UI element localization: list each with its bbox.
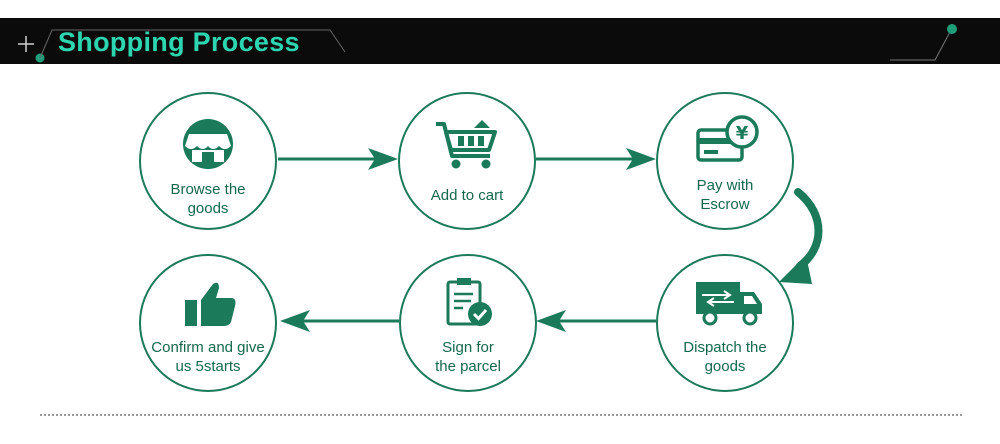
step-label-line1: Pay with (696, 177, 754, 194)
arrow-sign-to-confirm (280, 310, 399, 332)
header-dot-right (947, 24, 957, 34)
step-add-to-cart: Add to cart (398, 92, 536, 230)
arrow-dispatch-to-sign (536, 310, 656, 332)
shopping-cart-icon (436, 120, 497, 169)
header-bar (0, 18, 1000, 64)
step-label-line1: Sign for (442, 339, 494, 356)
step-dispatch-goods: Dispatch the goods (656, 254, 794, 392)
arrow-pay-to-dispatch (779, 188, 823, 284)
storefront-icon (183, 119, 233, 169)
step-label-line1: Dispatch the (683, 339, 767, 356)
step-label-line2: us 5starts (175, 358, 241, 375)
thumbs-up-icon (185, 282, 236, 326)
clipboard-check-icon (446, 278, 492, 326)
step-label-line2: goods (704, 358, 746, 375)
step-label-line2: goods (187, 200, 229, 217)
bottom-divider (40, 414, 962, 416)
step-label-line2: the parcel (435, 358, 501, 375)
delivery-truck-icon (696, 282, 762, 326)
step-sign-parcel: Sign for the parcel (399, 254, 537, 392)
step-label-line1: Add to cart (430, 187, 504, 204)
step-confirm-rate: Confirm and give us 5starts (139, 254, 277, 392)
step-label-line1: Confirm and give (151, 339, 265, 356)
step-pay-escrow: ¥ Pay with Escrow (656, 92, 794, 230)
step-label-line2: Escrow (700, 196, 750, 213)
yen-card-icon: ¥ (696, 115, 759, 162)
header-decoration (18, 24, 957, 63)
arrow-browse-to-cart (278, 148, 398, 170)
step-browse-goods: Browse the goods (139, 92, 277, 230)
svg-text:¥: ¥ (736, 123, 749, 144)
step-label-line1: Browse the (170, 181, 246, 198)
page-title: Shopping Process (58, 27, 300, 57)
arrow-cart-to-pay (536, 148, 656, 170)
